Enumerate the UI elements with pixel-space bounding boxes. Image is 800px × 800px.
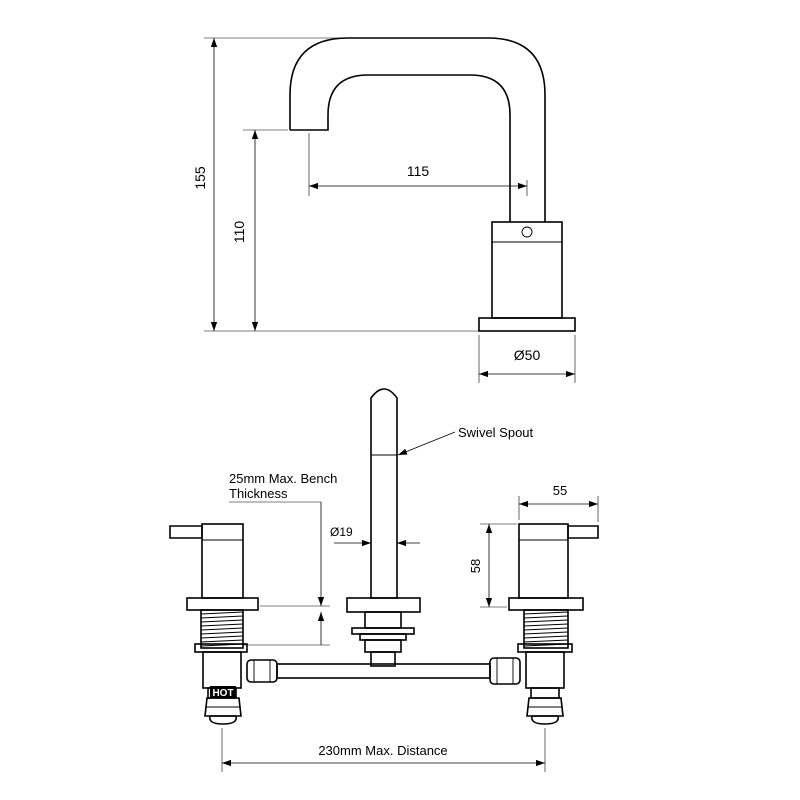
swivel-spout-label: Swivel Spout: [458, 425, 534, 440]
thread-line: [523, 639, 569, 643]
dim-19-label: Ø19: [330, 525, 353, 539]
dim-230-label: 230mm Max. Distance: [318, 743, 447, 758]
dim-55-label: 55: [553, 483, 567, 498]
dim-spout-diameter: Ø19: [330, 525, 420, 547]
dim-50-label: Ø50: [514, 347, 541, 363]
dim-handle-width: 55: [518, 483, 599, 522]
thread-line: [200, 623, 244, 627]
right-thread: [523, 609, 569, 649]
front-view: HOT: [169, 388, 599, 772]
thread-line: [523, 619, 569, 623]
dim-155-label: 155: [192, 166, 208, 190]
side-view: 155 110 115 Ø50: [192, 37, 576, 383]
spout-washer: [351, 627, 415, 635]
right-pipe-nut: [489, 657, 521, 685]
left-inlet-nut: [204, 697, 242, 717]
left-handle-assembly: HOT: [169, 523, 259, 725]
thread-line: [523, 611, 569, 615]
left-lever: [169, 525, 203, 539]
thread-line: [200, 635, 244, 639]
bench-note-line2: Thickness: [229, 486, 288, 501]
spout-flange: [346, 597, 421, 613]
right-inlet-nut: [526, 697, 564, 717]
thread-line: [523, 631, 569, 635]
front-spout: [346, 388, 421, 667]
connecting-pipe: [246, 657, 521, 685]
right-flange: [508, 597, 584, 611]
thread-line: [200, 631, 244, 635]
dim-reach: 115: [308, 133, 528, 196]
hot-marking: HOT: [212, 688, 233, 699]
left-handle-body: [201, 523, 244, 599]
spout-outline: [289, 37, 546, 222]
spout-nut: [370, 651, 396, 667]
dim-110-label: 110: [231, 221, 247, 244]
thread-line: [200, 639, 244, 643]
bench-thickness-note: 25mm Max. Bench Thickness: [229, 471, 337, 646]
dim-58-label: 58: [468, 559, 483, 573]
left-flange: [186, 597, 259, 611]
thread-line: [200, 627, 244, 631]
spout-column: [370, 388, 398, 599]
dim-handle-height: 58: [468, 523, 517, 608]
side-pin-icon: [521, 226, 533, 238]
right-handle-assembly: [508, 523, 599, 725]
dim-max-distance: 230mm Max. Distance: [221, 728, 546, 772]
bench-note-line1: 25mm Max. Bench: [229, 471, 337, 486]
dim-height-spout: 110: [231, 129, 288, 331]
right-valve-body: [525, 651, 565, 689]
dim-115-label: 115: [407, 163, 430, 179]
left-valve-body: [202, 651, 242, 689]
thread-line: [523, 623, 569, 627]
right-lever: [567, 525, 599, 539]
thread-line: [200, 619, 244, 623]
left-thread: [200, 609, 244, 649]
side-base-plate: [478, 317, 576, 332]
hot-marking-band: [210, 686, 236, 698]
right-handle-body: [518, 523, 569, 599]
dim-base-diameter: Ø50: [478, 335, 576, 383]
thread-line: [200, 611, 244, 615]
thread-line: [523, 627, 569, 631]
dim-height-total: 155: [192, 37, 479, 332]
thread-line: [200, 615, 244, 619]
swivel-spout-callout: Swivel Spout: [397, 425, 534, 456]
thread-line: [523, 615, 569, 619]
left-pipe-nut: [246, 659, 278, 683]
side-body: [491, 221, 563, 319]
thread-line: [523, 635, 569, 639]
